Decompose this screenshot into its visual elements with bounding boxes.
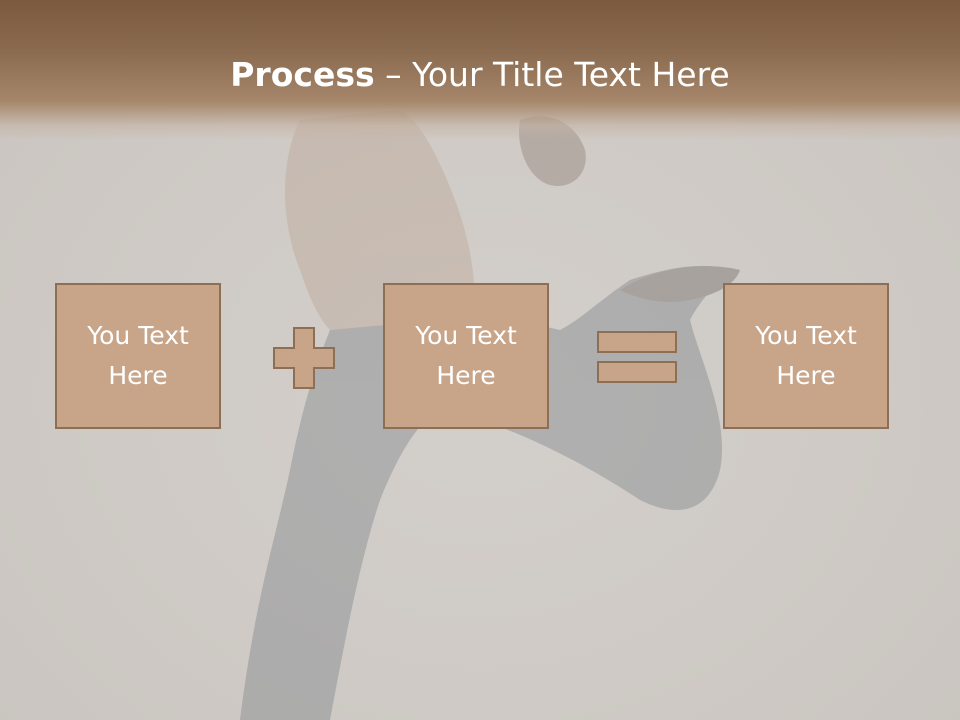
title-bar — [0, 0, 960, 140]
process-box-3: You Text Here — [723, 283, 889, 429]
process-box-2: You Text Here — [383, 283, 549, 429]
slide-title: Process – Your Title Text Here — [0, 52, 960, 98]
process-box-2-text: You Text Here — [415, 321, 517, 390]
title-bold: Process — [230, 55, 375, 94]
equals-icon — [597, 331, 677, 383]
process-box-1: You Text Here — [55, 283, 221, 429]
process-box-3-text: You Text Here — [755, 321, 857, 390]
title-rest: – Your Title Text Here — [374, 55, 730, 94]
process-box-1-text: You Text Here — [87, 321, 189, 390]
plus-icon — [273, 327, 335, 389]
